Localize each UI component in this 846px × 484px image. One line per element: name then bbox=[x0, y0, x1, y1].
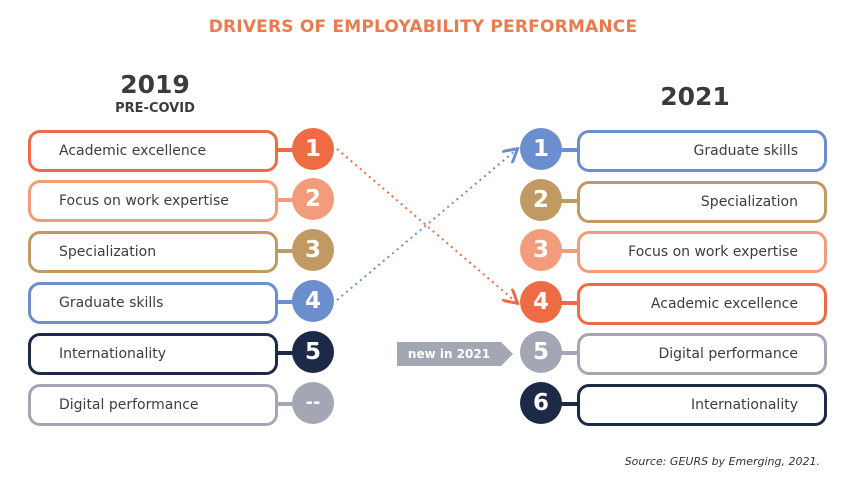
left-label: Digital performance bbox=[59, 397, 199, 413]
left-row-graduate-skills: Graduate skills 4 bbox=[28, 280, 338, 324]
rank-badge: 4 bbox=[292, 280, 334, 322]
left-label: Internationality bbox=[59, 346, 167, 362]
rank-badge: 1 bbox=[520, 128, 562, 170]
rank-badge: 3 bbox=[292, 229, 334, 271]
connector bbox=[560, 351, 578, 355]
left-label: Specialization bbox=[59, 244, 157, 260]
arrow-graduate-skills bbox=[336, 150, 516, 301]
right-label-box: Internationality bbox=[577, 384, 827, 426]
connector bbox=[277, 148, 295, 152]
right-row-focus-on-work-expertise: 3 Focus on work expertise bbox=[520, 229, 830, 273]
left-row-digital-performance: Digital performance -- bbox=[28, 382, 338, 426]
right-label: Academic excellence bbox=[650, 296, 798, 312]
connector bbox=[277, 249, 295, 253]
right-row-graduate-skills: 1 Graduate skills bbox=[520, 128, 830, 172]
right-label: Focus on work expertise bbox=[628, 244, 798, 260]
right-row-internationality: 6 Internationality bbox=[520, 382, 830, 426]
connector bbox=[277, 300, 295, 304]
left-label: Focus on work expertise bbox=[59, 193, 229, 209]
right-label: Graduate skills bbox=[693, 143, 798, 159]
left-label: Academic excellence bbox=[59, 143, 207, 159]
left-label-box: Internationality bbox=[28, 333, 278, 375]
year-2019-heading: 2019 bbox=[120, 70, 190, 99]
left-row-specialization: Specialization 3 bbox=[28, 229, 338, 273]
left-label-box: Focus on work expertise bbox=[28, 180, 278, 222]
right-label-box: Academic excellence bbox=[577, 283, 827, 325]
arrow-tip-icon bbox=[501, 342, 513, 366]
new-tag-label: new in 2021 bbox=[397, 342, 501, 366]
rank-badge: 3 bbox=[520, 229, 562, 271]
rank-badge: 1 bbox=[292, 128, 334, 170]
connector bbox=[560, 148, 578, 152]
right-label-box: Focus on work expertise bbox=[577, 231, 827, 273]
connector bbox=[560, 301, 578, 305]
right-label-box: Graduate skills bbox=[577, 130, 827, 172]
connector bbox=[277, 198, 295, 202]
left-label-box: Academic excellence bbox=[28, 130, 278, 172]
rank-badge: 5 bbox=[520, 331, 562, 373]
right-row-digital-performance: 5 Digital performance bbox=[520, 331, 830, 375]
left-row-focus-on-work-expertise: Focus on work expertise 2 bbox=[28, 178, 338, 222]
connector bbox=[560, 199, 578, 203]
connector bbox=[560, 249, 578, 253]
source-note: Source: GEURS by Emerging, 2021. bbox=[624, 455, 820, 468]
right-label: Specialization bbox=[700, 194, 798, 210]
connector bbox=[560, 402, 578, 406]
left-row-academic-excellence: Academic excellence 1 bbox=[28, 128, 338, 172]
left-label: Graduate skills bbox=[59, 295, 164, 311]
rank-badge: 4 bbox=[520, 281, 562, 323]
left-label-box: Digital performance bbox=[28, 384, 278, 426]
right-label-box: Specialization bbox=[577, 181, 827, 223]
right-label: Internationality bbox=[690, 397, 798, 413]
right-label-box: Digital performance bbox=[577, 333, 827, 375]
left-row-internationality: Internationality 5 bbox=[28, 331, 338, 375]
chart-title: DRIVERS OF EMPLOYABILITY PERFORMANCE bbox=[208, 17, 638, 37]
rank-badge: 6 bbox=[520, 382, 562, 424]
pre-covid-subtitle: PRE-COVID bbox=[115, 101, 195, 116]
connector bbox=[277, 402, 295, 406]
left-label-box: Specialization bbox=[28, 231, 278, 273]
connector bbox=[277, 351, 295, 355]
right-row-academic-excellence: 4 Academic excellence bbox=[520, 281, 830, 325]
rank-badge: 2 bbox=[520, 179, 562, 221]
rank-badge: 2 bbox=[292, 178, 334, 220]
year-2021-heading: 2021 bbox=[660, 82, 730, 111]
rank-badge: -- bbox=[292, 382, 334, 424]
right-row-specialization: 2 Specialization bbox=[520, 179, 830, 223]
rank-badge: 5 bbox=[292, 331, 334, 373]
right-label: Digital performance bbox=[658, 346, 798, 362]
left-label-box: Graduate skills bbox=[28, 282, 278, 324]
